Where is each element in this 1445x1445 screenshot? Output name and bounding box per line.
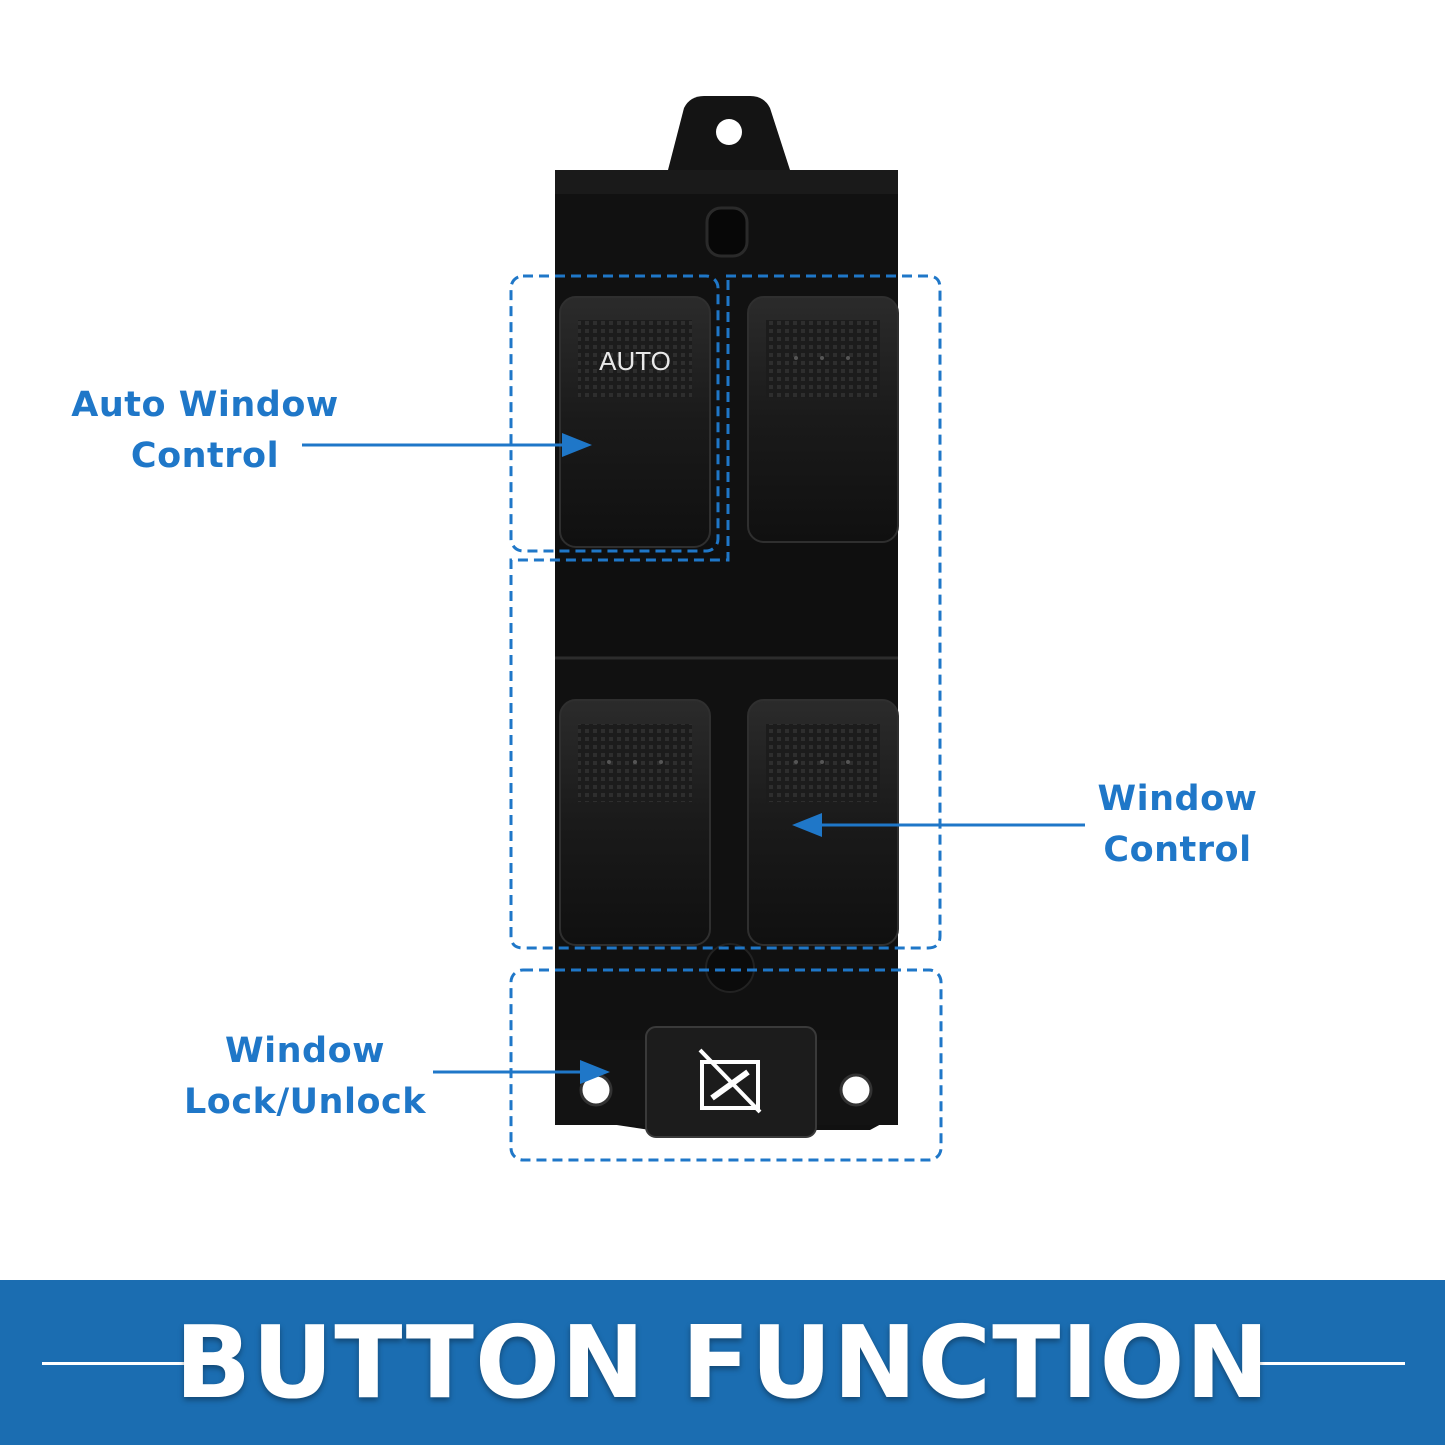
- banner-title: BUTTON FUNCTION: [174, 1304, 1271, 1421]
- banner-rule-left: [42, 1362, 197, 1365]
- window-lock-icon: [698, 1048, 762, 1114]
- callout-window-line1: Window: [1097, 779, 1258, 819]
- callout-auto-line2: Control: [130, 436, 280, 476]
- callout-window-line2: Control: [1103, 830, 1252, 870]
- window-button-rear-right[interactable]: [747, 699, 899, 946]
- auto-window-button[interactable]: AUTO: [559, 296, 711, 548]
- window-button-rear-left[interactable]: [559, 699, 711, 946]
- window-button-front-passenger[interactable]: [747, 296, 899, 543]
- callout-lock-line2: Lock/Unlock: [183, 1082, 427, 1122]
- mounting-hole: [716, 119, 742, 145]
- window-lock-button[interactable]: [645, 1026, 817, 1138]
- screw-hole-right: [839, 1073, 873, 1107]
- title-banner: BUTTON FUNCTION: [0, 1280, 1445, 1445]
- window-switch-panel: [555, 96, 898, 1130]
- arrow-right-icon: [433, 1060, 610, 1084]
- arrow-right-icon: [302, 433, 592, 457]
- callout-window-lock-unlock: Window Lock/Unlock: [165, 1026, 445, 1128]
- callout-auto-window-control: Auto Window Control: [60, 380, 350, 482]
- callout-window-control: Window Control: [1075, 774, 1280, 876]
- callout-auto-line1: Auto Window: [71, 385, 339, 425]
- arrow-left-icon: [792, 813, 1085, 837]
- callout-lock-line1: Window: [225, 1031, 385, 1071]
- banner-rule-right: [1255, 1362, 1405, 1365]
- highlight-regions: [509, 274, 943, 1162]
- auto-label: AUTO: [599, 346, 671, 376]
